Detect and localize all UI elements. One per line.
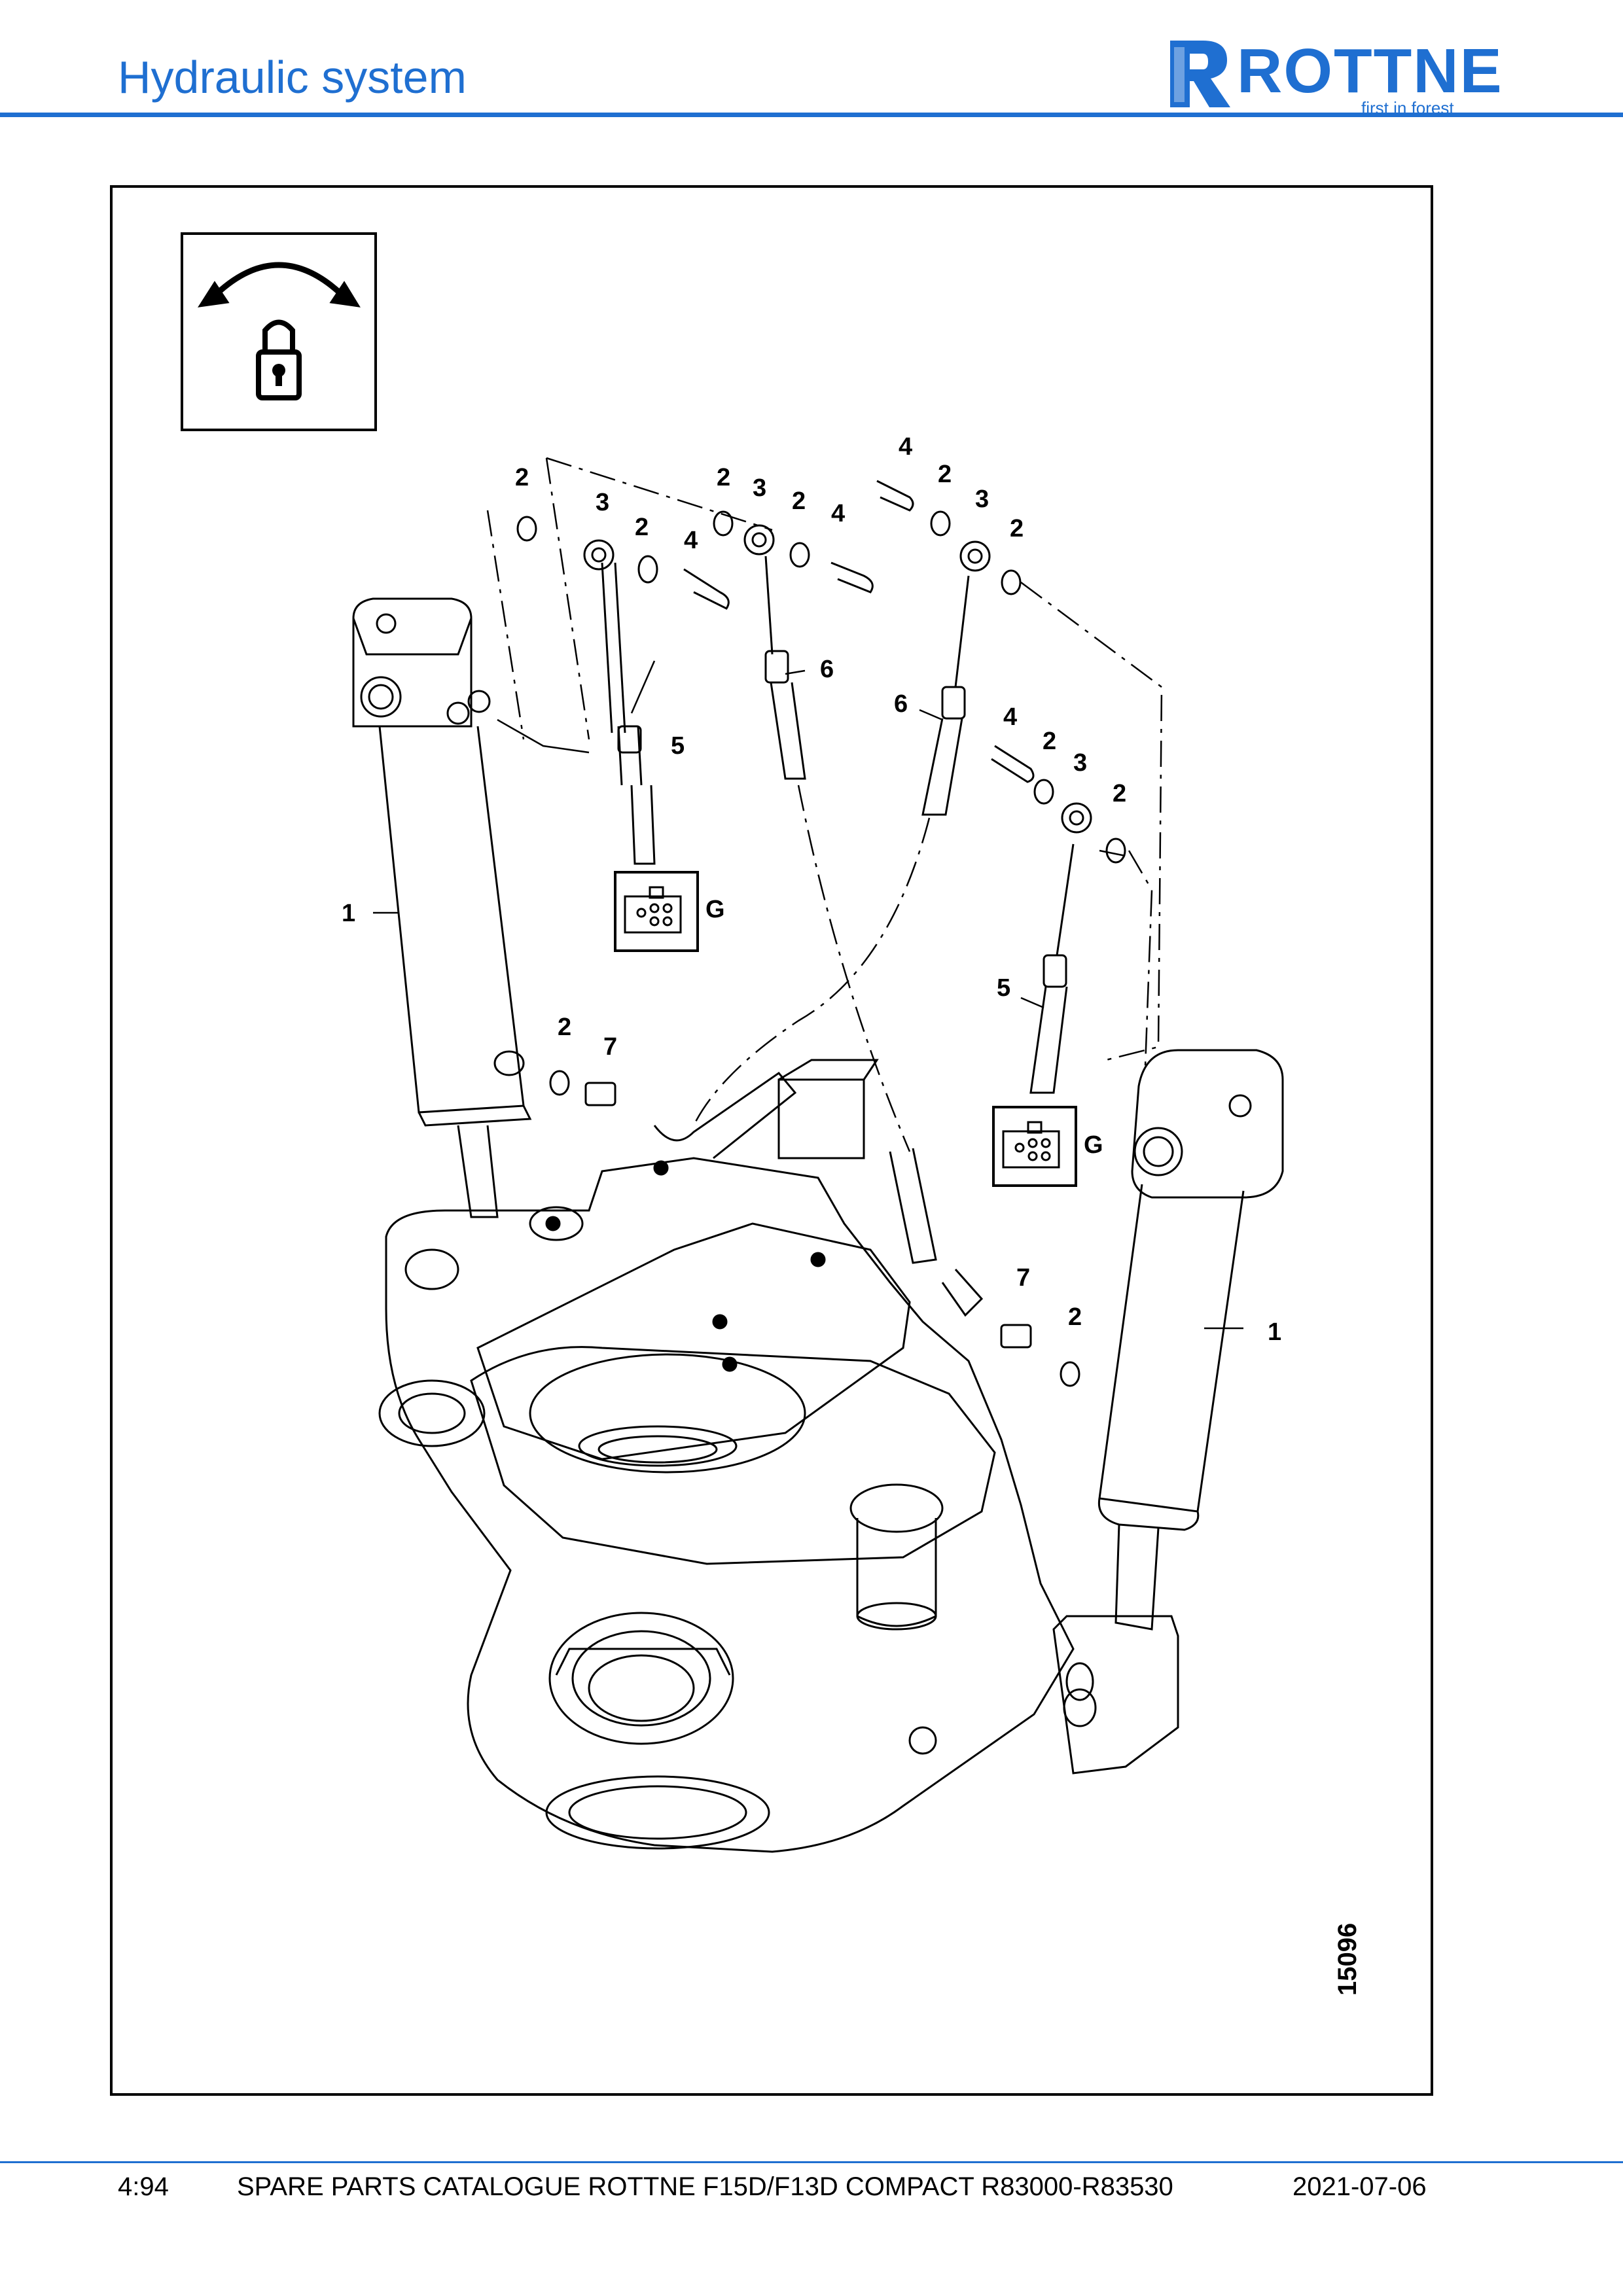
logo-wordmark: ROTTNE (1237, 36, 1503, 106)
callout-2: 2 (1068, 1303, 1082, 1331)
hose-assembly-6-middle (713, 510, 874, 780)
callout-5: 5 (671, 732, 685, 760)
connector-block-icon (992, 1106, 1077, 1187)
callout-3: 3 (1073, 749, 1087, 777)
callout-3: 3 (753, 474, 766, 502)
callout-4: 4 (899, 433, 912, 461)
callout-6: 6 (894, 690, 908, 718)
callout-2: 2 (1010, 515, 1024, 542)
callout-2: 2 (1043, 728, 1056, 755)
callout-2: 2 (558, 1014, 571, 1041)
callout-7: 7 (1016, 1264, 1030, 1292)
callout-7: 7 (603, 1033, 617, 1061)
callout-1: 1 (1268, 1318, 1281, 1346)
fittings-7 (549, 1070, 1080, 1387)
callout-2: 2 (938, 461, 952, 488)
page-number: 4:94 (118, 2172, 169, 2201)
callout-2: 2 (635, 514, 649, 541)
callout-3: 3 (975, 486, 989, 513)
leader-lines (373, 660, 1243, 1330)
header-rule (0, 113, 1623, 117)
callout-2: 2 (1113, 780, 1126, 807)
hose-assembly-5-right (991, 745, 1126, 1094)
hydraulic-cylinder-right (1097, 1049, 1284, 1631)
connector-block-icon (614, 871, 699, 952)
callout-5: 5 (997, 974, 1010, 1002)
callout-g: G (705, 896, 725, 923)
drawing-number: 15096 (1333, 1923, 1362, 1996)
publication-date: 2021-07-06 (1293, 2172, 1427, 2201)
callout-2: 2 (515, 464, 529, 491)
callout-6: 6 (820, 656, 834, 683)
catalogue-title: SPARE PARTS CATALOGUE ROTTNE F15D/F13D C… (237, 2172, 1173, 2201)
callout-4: 4 (684, 527, 698, 554)
callout-2: 2 (717, 464, 730, 491)
callout-g: G (1084, 1131, 1103, 1159)
callout-4: 4 (1003, 703, 1017, 731)
rotator-base (378, 1059, 1179, 1853)
footer-rule (0, 2161, 1623, 2163)
figure-frame (110, 185, 1433, 2096)
page-title: Hydraulic system (118, 52, 467, 103)
hydraulic-cylinder-left (352, 597, 532, 1218)
rotate-lock-icon (181, 232, 377, 431)
callout-1: 1 (342, 900, 355, 927)
hose-assembly-5-left (516, 516, 730, 865)
callout-3: 3 (596, 489, 609, 516)
rottne-r-icon (1170, 41, 1230, 107)
routing-lines (486, 457, 1163, 1152)
callout-labels: 1 1 2 2 2 2 2 2 2 2 2 2 3 3 3 3 4 4 4 4 … (342, 433, 1281, 1346)
hose-assembly-6-right (876, 480, 1022, 816)
callout-2: 2 (792, 487, 806, 515)
callout-4: 4 (831, 500, 845, 527)
